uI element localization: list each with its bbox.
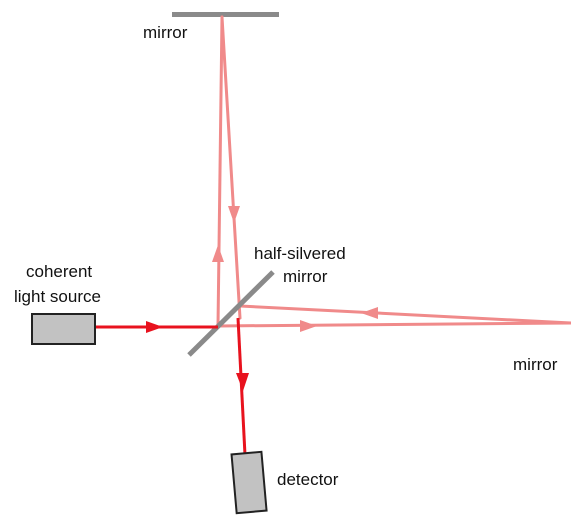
beam-top-mirror-to-splitter [220,15,242,320]
arrow-right-icon [146,321,163,333]
source-label-line1: coherent [26,262,92,281]
light-source-box [31,313,96,345]
main-beam-arrows [146,321,249,391]
reference-beam-arrows [212,206,378,332]
right-mirror-label: mirror [513,355,558,374]
detector-box [230,450,268,515]
detector-label: detector [277,470,339,489]
splitter-label-line2: mirror [283,267,328,286]
source-label-line2: light source [14,287,101,306]
arrow-up-icon [212,245,224,262]
arrow-right-icon [300,320,317,332]
top-mirror-label: mirror [143,23,188,42]
main-beams [96,317,247,456]
reference-beams [216,15,571,328]
beam-splitter-to-top-mirror [216,15,224,328]
half-silvered-mirror [187,270,275,357]
beam-right-mirror-to-splitter [238,304,571,325]
arrow-down-icon [236,373,249,391]
arrow-left-icon [361,307,378,319]
arrow-down-icon [228,206,240,223]
top-mirror [172,12,279,17]
splitter-label-line1: half-silvered [254,244,346,263]
beam-splitter-to-right-mirror [216,321,571,328]
